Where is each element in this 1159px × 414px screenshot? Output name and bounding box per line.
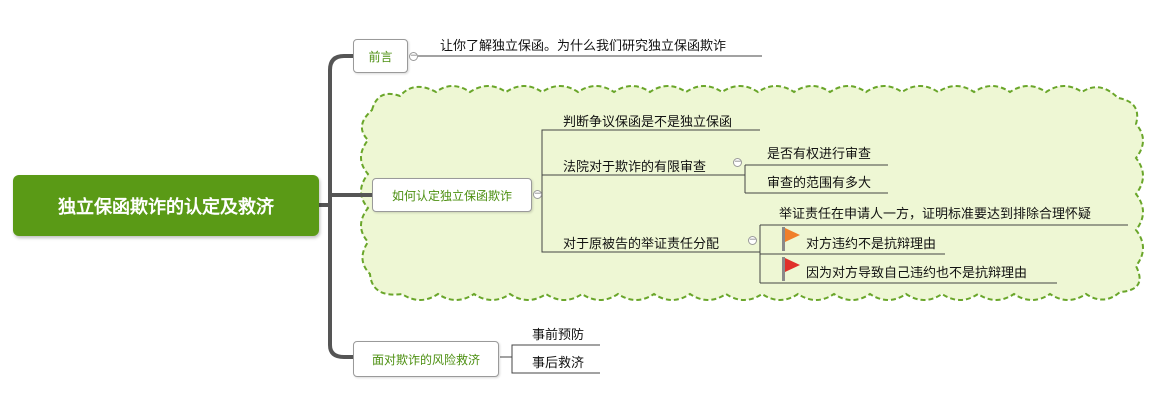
review-child-0[interactable]: 是否有权进行审查: [767, 147, 872, 162]
flag-icon-red-fill: [785, 258, 800, 272]
burden-child-0[interactable]: 举证责任在申请人一方，证明标准要达到排除合理怀疑: [779, 207, 1092, 222]
identify-lines: [541, 129, 1128, 284]
branch-risk[interactable]: 面对欺诈的风险救济: [353, 341, 499, 377]
collapse-review-toggle[interactable]: −: [733, 157, 742, 167]
review-child-1[interactable]: 审查的范围有多大: [767, 176, 872, 191]
flag-icon: [782, 227, 800, 251]
flag-icon-orange-fill: [785, 228, 800, 242]
burden-child-2[interactable]: 因为对方导致自己违约也不是抗辩理由: [806, 266, 1028, 281]
trunk-connector: [319, 54, 372, 359]
risk-child-1[interactable]: 事后救济: [532, 356, 585, 371]
identify-judge[interactable]: 判断争议保函是不是独立保函: [563, 115, 733, 130]
identify-burden[interactable]: 对于原被告的举证责任分配: [563, 237, 720, 252]
branch-identify[interactable]: 如何认定独立保函欺诈: [372, 178, 532, 212]
collapse-preface-toggle[interactable]: −: [409, 51, 418, 61]
collapse-identify-toggle[interactable]: −: [533, 189, 542, 199]
root-node[interactable]: 独立保函欺诈的认定及救济: [13, 175, 319, 236]
preface-leaf-0[interactable]: 让你了解独立保函。为什么我们研究独立保函欺诈: [440, 39, 727, 54]
branch-preface[interactable]: 前言: [353, 39, 408, 73]
risk-lines: [500, 344, 600, 374]
risk-child-0[interactable]: 事前预防: [532, 328, 585, 343]
collapse-burden-toggle[interactable]: −: [748, 235, 757, 245]
identify-review[interactable]: 法院对于欺诈的有限审查: [563, 160, 707, 175]
flag-icon: [782, 257, 800, 281]
burden-child-1[interactable]: 对方违约不是抗辩理由: [806, 237, 937, 252]
